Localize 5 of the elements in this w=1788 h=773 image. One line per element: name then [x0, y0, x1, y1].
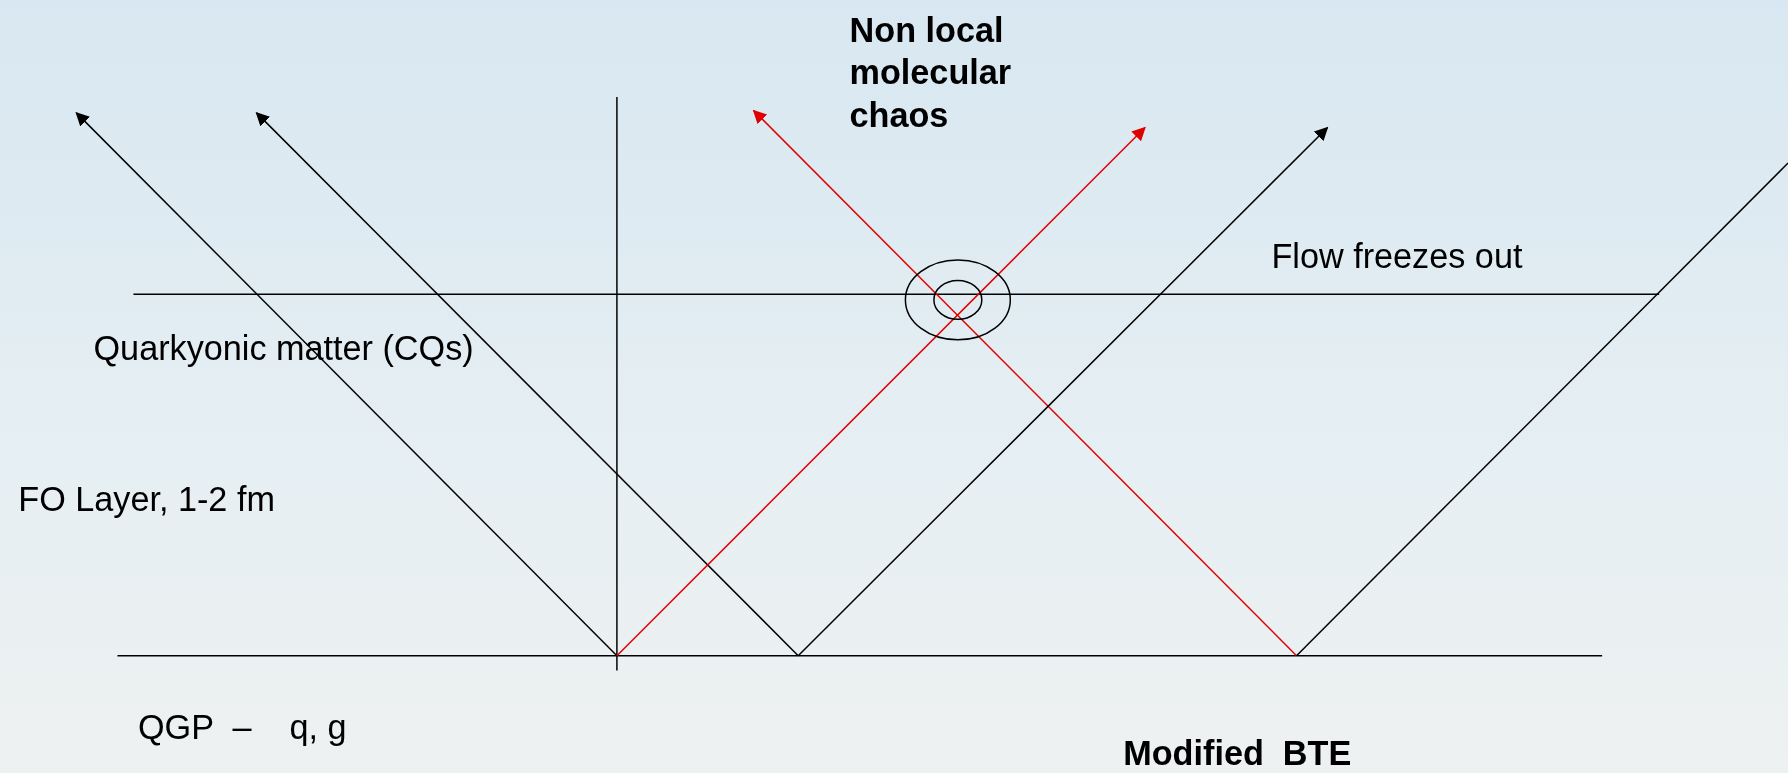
diagram-label: QGP – q, g — [138, 707, 347, 748]
diagram-label: Non local molecular chaos — [849, 10, 1013, 136]
diagram-label: Flow freezes out — [1271, 236, 1523, 277]
diagram-label: Modified BTE — [1123, 733, 1352, 773]
diagram-label: FO Layer, 1-2 fm — [18, 479, 275, 520]
